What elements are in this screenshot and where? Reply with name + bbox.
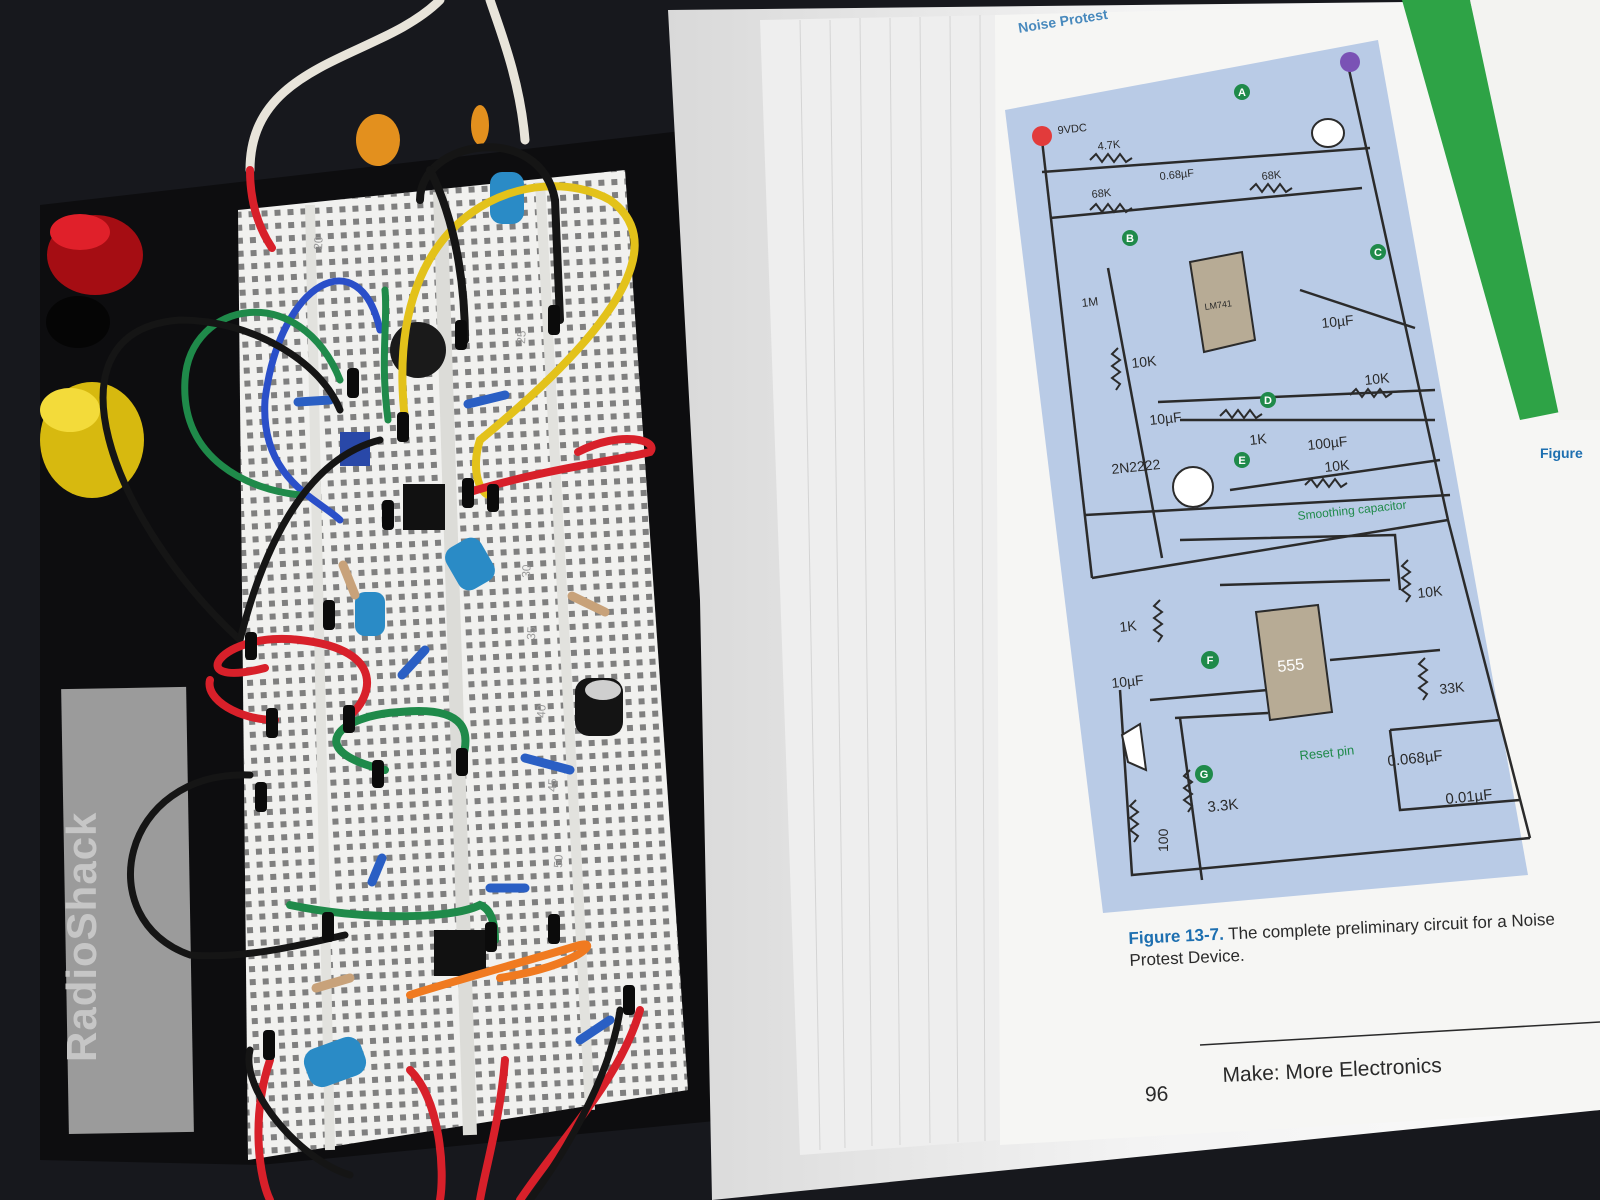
schematic-label-33k: 33K [1439,678,1466,697]
row-number: 50 [551,854,566,868]
schematic-label-555: 555 [1277,656,1305,676]
ceramic-capacitor [471,105,489,145]
row-number: 40 [534,704,549,718]
wire-red [406,1066,446,1200]
schematic-555-chip [1254,603,1334,722]
microphone [390,322,446,378]
schematic-label-1m: 1M [1081,294,1099,310]
wire-red [213,634,372,719]
brand-plate-bg [61,686,194,1135]
schematic-panel [1005,40,1532,913]
schematic-label-2n2222: 2N2222 [1111,456,1162,477]
schematic-plus-terminal [1032,126,1052,146]
schematic-label-10k-a: 10K [1131,352,1158,371]
ceramic-capacitor [356,114,400,166]
binding-post-yellow [40,382,144,498]
schematic-led [1311,118,1345,148]
wire-red [246,166,276,252]
ic-timer [434,930,486,976]
breadboard-brand: RadioShack [58,811,105,1062]
schematic-label-1k-a: 1K [1249,430,1268,448]
wire-blue [261,277,384,524]
schematic-supply-label: 9VDC [1057,122,1087,137]
row-number: 25 [514,330,529,344]
wire-green [380,286,392,424]
schematic-label-0-068uf: 0.068µF [1387,747,1444,770]
test-point-c: C [1374,247,1382,259]
wire-red [254,1056,274,1200]
binding-post-black [46,296,110,348]
wire-white [485,0,530,145]
wire-red [466,435,656,496]
schematic-transistor [1172,466,1214,508]
schematic-label-10k-d: 10K [1417,582,1444,601]
schematic-label-68k-b: 68K [1261,169,1282,183]
resistors-tan [311,560,610,993]
wire-red [476,1056,509,1200]
test-point-g: G [1200,769,1209,781]
binding-post-red [47,214,143,295]
schematic-label-lm741: LM741 [1204,298,1233,312]
wire-yellow [398,182,639,500]
electrolytic-capacitor [445,537,495,591]
test-point-f: F [1207,655,1214,667]
schematic-label-3-3k: 3.3K [1207,796,1239,816]
schematic-label-10k-c: 10K [1324,456,1351,475]
wire-green [181,309,344,499]
ic-opamp [403,484,445,530]
wire-red [205,676,279,724]
electrolytic-capacitor [355,592,385,636]
wire-white [245,0,445,175]
schematic-label-10uf-a: 10µF [1321,312,1355,331]
schematic-label-68k-a: 68K [1091,187,1112,201]
test-point-b: B [1126,233,1134,245]
schematic-label-0-01uf: 0.01µF [1445,786,1494,808]
schematic-label-100uf: 100µF [1307,433,1348,453]
wire-black [236,436,384,644]
wire-black [416,143,564,324]
schematic-label-10uf-c: 10µF [1111,672,1145,691]
schematic-label-10uf-b: 10µF [1149,409,1183,428]
row-number: 35 [524,626,539,640]
schematic-label-10k-b: 10K [1364,369,1391,388]
wire-black [245,1046,354,1179]
schematic-minus-terminal [1340,52,1360,72]
schematic-label-100: 100 [1155,828,1171,852]
schematic-label-4-7k: 4.7K [1097,139,1121,153]
figure-number: Figure 13-7. [1128,924,1225,948]
electrolytic-capacitor [303,1036,367,1088]
wire-black [99,316,344,644]
wire-orange [406,940,592,999]
wire-black [126,771,349,960]
wire-green [332,706,470,774]
schematic-label-reset-pin: Reset pin [1299,742,1355,763]
schematic-opamp-chip [1188,250,1257,354]
wire-tips [245,305,635,1060]
side-page-figure-label: Figure [1540,445,1583,461]
schematic-speaker [1120,722,1148,772]
test-point-d: D [1264,395,1272,407]
page-number: 96 [1144,1082,1169,1107]
row-number: 30 [519,564,534,578]
resistors [293,390,615,1045]
row-number: 45 [545,778,560,792]
wire-black [526,1006,624,1200]
test-point-a: A [1238,87,1246,99]
schematic-label-1k-b: 1K [1119,617,1138,635]
row-number: 20 [311,236,326,250]
test-point-e: E [1238,455,1245,467]
schematic-label-0-68uf: 0.68µF [1159,167,1195,183]
